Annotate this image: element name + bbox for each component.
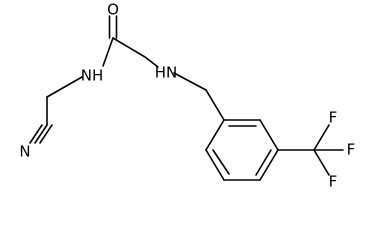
amide-nitrogen-to-cyanomethyl-bond xyxy=(46,76,83,98)
nitrile-triple-bond-a xyxy=(29,124,43,144)
oxygen-atom-label: O xyxy=(107,1,119,19)
cf3-to-fluorine-bottom-bond xyxy=(313,149,330,176)
carbonyl-to-amide-nitrogen-bond xyxy=(102,37,114,67)
nitrile-triple-bond-b xyxy=(34,124,48,144)
ring-bond-5 xyxy=(205,149,225,181)
ring-bond-2 xyxy=(259,119,279,151)
ring-bond-6 xyxy=(205,119,225,151)
fluorine-top-label: F xyxy=(329,109,338,127)
molecule-structure-diagram: O NH HN N F F F xyxy=(19,1,355,191)
atom-label-layer: O NH HN N F F F xyxy=(19,1,355,191)
nitrile-nitrogen-label: N xyxy=(19,143,30,161)
fluorine-bottom-label: F xyxy=(329,173,338,191)
amine-nitrogen-to-benzylic-bond xyxy=(173,72,207,91)
nitrile-triple-bond-c xyxy=(39,124,53,144)
fluorine-right-label: F xyxy=(347,141,356,159)
amide-nitrogen-label: NH xyxy=(81,67,104,85)
ring-inner-double-bond-3 xyxy=(212,149,230,175)
benzylic-to-ring-bond xyxy=(205,89,225,121)
amine-nitrogen-label: HN xyxy=(155,64,178,82)
bond-layer xyxy=(29,15,344,181)
methylene-to-amine-nitrogen-bond xyxy=(144,56,159,68)
ring-inner-double-bond-2 xyxy=(255,149,272,176)
carbonyl-to-methylene-bond xyxy=(112,37,146,58)
ring-bond-3 xyxy=(259,149,279,181)
cf3-to-fluorine-top-bond xyxy=(313,124,330,151)
